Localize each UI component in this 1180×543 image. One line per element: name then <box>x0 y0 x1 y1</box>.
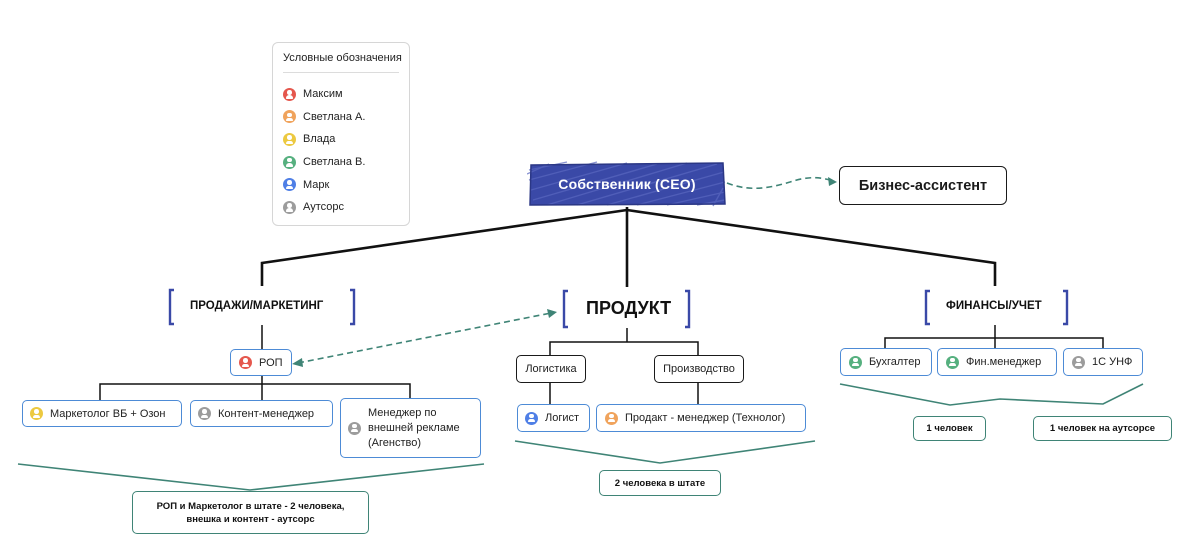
finance-note-2-text: 1 человек на аутсорсе <box>1049 423 1156 434</box>
legend-item-maksim: Максим <box>283 83 365 106</box>
product-summary-note: 2 человека в штате <box>599 470 721 496</box>
finance-summary-brace <box>839 383 1144 406</box>
finance-bracket-right <box>1063 289 1069 326</box>
dept-product-label: ПРОДУКТ <box>586 298 672 318</box>
person-icon-orange <box>605 411 618 425</box>
unf-label: 1С УНФ <box>1092 356 1133 368</box>
legend-item-outsource: Аутсорс <box>283 196 365 219</box>
legend-divider <box>283 72 399 73</box>
product-manager-box[interactable]: Продакт - менеджер (Технолог) <box>596 404 806 432</box>
product-manager-label: Продакт - менеджер (Технолог) <box>625 412 786 424</box>
marketer-label: Маркетолог ВБ + Озон <box>50 407 166 420</box>
ads-manager-box[interactable]: Менеджер по внешней рекламе (Агенство) <box>340 398 481 458</box>
finance-note-1: 1 человек <box>913 416 986 441</box>
person-icon-gray <box>348 421 361 435</box>
person-icon-green <box>849 355 862 369</box>
person-icon-yellow <box>283 132 296 146</box>
dept-sales-label: ПРОДАЖИ/МАРКЕТИНГ <box>190 300 324 312</box>
product-summary-text: 2 человека в штате <box>614 477 706 489</box>
production-box[interactable]: Производство <box>654 355 744 383</box>
ceo-label: Собственник (CEO) <box>558 175 696 192</box>
legend-item-mark: Марк <box>283 173 365 196</box>
business-assistant-box[interactable]: Бизнес-ассистент <box>839 166 1007 205</box>
person-icon-red <box>239 356 252 369</box>
business-assistant-label: Бизнес-ассистент <box>858 177 988 194</box>
person-icon-blue <box>283 178 296 192</box>
legend-title: Условные обозначения <box>283 52 402 64</box>
product-summary-brace <box>514 440 816 464</box>
legend-list: Максим Светлана А. Влада Светлана В. Мар… <box>283 83 365 219</box>
rop-product-dashed-arrow <box>297 312 552 364</box>
logistics-box[interactable]: Логистика <box>516 355 586 383</box>
legend-item-label: Аутсорс <box>303 201 344 214</box>
rop-box[interactable]: РОП <box>230 349 292 376</box>
legend-item-label: Влада <box>303 133 336 146</box>
ceo-assistant-dashed-arrow <box>726 176 834 190</box>
rop-label: РОП <box>259 356 283 369</box>
dept-finance-label: ФИНАНСЫ/УЧЕТ <box>946 300 1042 312</box>
ceo-to-sales-line <box>260 208 628 286</box>
fin-manager-box[interactable]: Фин.менеджер <box>937 348 1057 376</box>
person-icon-orange <box>283 110 296 124</box>
production-label: Производство <box>663 363 735 375</box>
sales-bracket-left <box>168 288 174 326</box>
sales-summary-note: РОП и Маркетолог в штате - 2 человека, в… <box>132 491 369 534</box>
person-icon-yellow <box>30 407 43 420</box>
legend-item-svetlana-a: Светлана А. <box>283 106 365 129</box>
fin-manager-label: Фин.менеджер <box>966 356 1042 368</box>
person-icon-green <box>283 155 296 169</box>
legend-item-label: Светлана А. <box>303 110 366 123</box>
logist-box[interactable]: Логист <box>517 404 590 432</box>
sales-branch-line <box>99 383 411 400</box>
ads-manager-label: Менеджер по внешней рекламе (Агенство) <box>368 406 460 449</box>
person-icon-gray <box>198 407 211 420</box>
legend-item-svetlana-v: Светлана В. <box>283 151 365 174</box>
logistics-label: Логистика <box>525 363 577 375</box>
finance-note-2: 1 человек на аутсорсе <box>1033 416 1172 441</box>
ceo-scribble-fill <box>527 161 726 207</box>
legend-item-label: Светлана В. <box>303 156 366 169</box>
legend-panel: Условные обозначения Максим Светлана А. … <box>272 42 410 226</box>
sales-bracket-right <box>350 288 356 326</box>
arrowhead-assistant <box>828 177 837 186</box>
unf-box[interactable]: 1С УНФ <box>1063 348 1143 376</box>
person-icon-green <box>946 355 959 369</box>
person-icon-blue <box>525 411 538 425</box>
person-icon-gray <box>283 200 296 214</box>
content-manager-box[interactable]: Контент-менеджер <box>190 400 333 427</box>
arrowhead-rop <box>292 358 303 367</box>
legend-item-vlada: Влада <box>283 128 365 151</box>
accountant-box[interactable]: Бухгалтер <box>840 348 932 376</box>
person-icon-gray <box>1072 355 1085 369</box>
legend-item-label: Марк <box>303 178 330 191</box>
product-bracket-left <box>562 289 568 329</box>
marketer-box[interactable]: Маркетолог ВБ + Озон <box>22 400 182 427</box>
finance-branch-line <box>884 337 1104 348</box>
arrowhead-product <box>547 309 557 318</box>
ceo-node[interactable]: Собственник (CEO) <box>527 160 727 207</box>
finance-bracket-left <box>924 289 930 326</box>
product-bracket-right <box>685 289 691 329</box>
logist-label: Логист <box>545 412 580 424</box>
accountant-label: Бухгалтер <box>869 356 921 368</box>
person-icon-red <box>283 87 296 101</box>
ceo-to-finance-line <box>626 208 997 286</box>
content-manager-label: Контент-менеджер <box>218 407 315 420</box>
product-branch-line <box>549 341 699 355</box>
sales-summary-text: РОП и Маркетолог в штате - 2 человека, в… <box>156 500 345 525</box>
sales-summary-brace <box>17 463 485 491</box>
legend-item-label: Максим <box>303 88 343 101</box>
finance-note-1-text: 1 человек <box>926 423 973 434</box>
